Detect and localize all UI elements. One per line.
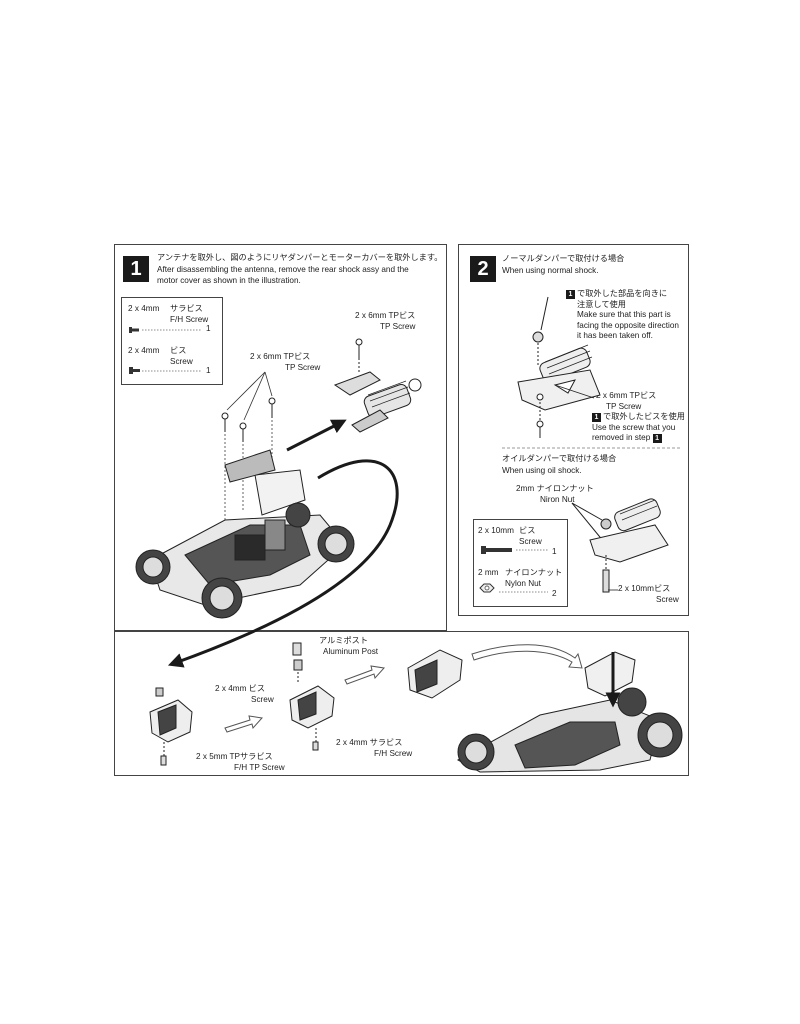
step1-callout-lines bbox=[226, 371, 273, 421]
step1-part2-en: Screw bbox=[170, 357, 193, 366]
motor-mount-part-drawing-1 bbox=[149, 687, 193, 766]
step2-parts-box bbox=[473, 519, 568, 607]
step2-oil-en-heading: When using oil shock. bbox=[502, 466, 582, 475]
step1-parts-box bbox=[121, 297, 223, 385]
tp-screw-icon-group bbox=[221, 397, 276, 442]
note-step-badge: 1 bbox=[566, 290, 575, 299]
step2-part1-jp: ビス bbox=[519, 526, 536, 535]
fh-screw-icon bbox=[129, 327, 202, 333]
step1-arrow-to-shock bbox=[286, 419, 347, 452]
step2-panel bbox=[458, 244, 689, 616]
step2-number: 2 bbox=[470, 256, 496, 282]
motor-mount-part-drawing-2 bbox=[289, 642, 335, 751]
nylon-nut-icon bbox=[479, 583, 548, 593]
step2-jp-heading: ノーマルダンパーで取付ける場合 bbox=[502, 254, 625, 263]
step1-part1-en: F/H Screw bbox=[170, 315, 209, 324]
step1-jp-instruction: アンテナを取外し、図のようにリヤダンパーとモーターカバーを取外します。 bbox=[157, 253, 443, 262]
step2-part1-en: Screw bbox=[519, 537, 542, 546]
step3-progress-arrows bbox=[224, 644, 583, 733]
step2-oil-jp-heading: オイルダンパーで取付ける場合 bbox=[502, 454, 617, 463]
step1-part2-qty: 1 bbox=[206, 366, 211, 375]
step1-curved-arrow-to-step3 bbox=[167, 459, 399, 668]
step2-part1-size: 2 x 10mm bbox=[478, 526, 514, 535]
rc-car-rear-drawing bbox=[456, 651, 683, 773]
step2-en-heading: When using normal shock. bbox=[502, 266, 599, 275]
motor-mount-part-drawing-3 bbox=[407, 649, 463, 699]
step1-part1-qty: 1 bbox=[206, 324, 211, 333]
step2-part2-size: 2 mm bbox=[478, 568, 499, 577]
step3-screw-label: 2 x 4mm ビス Screw bbox=[215, 684, 274, 704]
rear-shock-assembly-drawing bbox=[333, 338, 422, 433]
step1-part1-size: 2 x 4mm bbox=[128, 304, 160, 313]
long-screw-icon bbox=[481, 546, 548, 554]
step1-en-instruction-line1: After disassembling the antenna, remove … bbox=[157, 265, 409, 274]
step2-part2-en: Nylon Nut bbox=[505, 579, 541, 588]
step2-part2-jp: ナイロンナット bbox=[505, 568, 563, 577]
step1-part1-jp: サラビス bbox=[170, 304, 203, 313]
reuse-step-ref-badge: 1 bbox=[652, 434, 662, 443]
step2-nylon-nut-label: 2mm ナイロンナット Niron Nut bbox=[516, 484, 594, 504]
rc-car-chassis-drawing bbox=[135, 449, 355, 619]
step1-part2-jp: ビス bbox=[170, 346, 187, 355]
step1-callout-tp-screw-top: 2 x 6mm TPビス TP Screw bbox=[355, 311, 416, 331]
step3-fh-tp-screw-label: 2 x 5mm TPサラビス F/H TP Screw bbox=[196, 752, 285, 772]
normal-shock-mount-drawing bbox=[517, 296, 601, 438]
step1-panel bbox=[114, 244, 447, 631]
step1-number: 1 bbox=[123, 256, 149, 282]
oil-shock-mount-drawing bbox=[571, 498, 669, 593]
step3-aluminum-post-label: アルミポスト Aluminum Post bbox=[319, 636, 379, 656]
step2-10mm-screw-label: 2 x 10mmビス Screw bbox=[618, 584, 679, 604]
step1-part2-size: 2 x 4mm bbox=[128, 346, 160, 355]
step3-panel bbox=[114, 631, 689, 776]
step1-en-instruction-line2: motor cover as shown in the illustration… bbox=[157, 276, 301, 285]
pan-screw-icon bbox=[129, 367, 202, 374]
reuse-step-badge: 1 bbox=[592, 413, 601, 422]
step2-tp-screw-label: 2 x 6mm TPビス TP Screw bbox=[596, 391, 657, 411]
step1-callout-tp-screw-shock: 2 x 6mm TPビス TP Screw bbox=[250, 352, 321, 372]
step3-fh-screw-label: 2 x 4mm サラビス F/H Screw bbox=[336, 738, 413, 758]
step2-part2-qty: 2 bbox=[552, 589, 557, 598]
step2-part1-qty: 1 bbox=[552, 547, 557, 556]
